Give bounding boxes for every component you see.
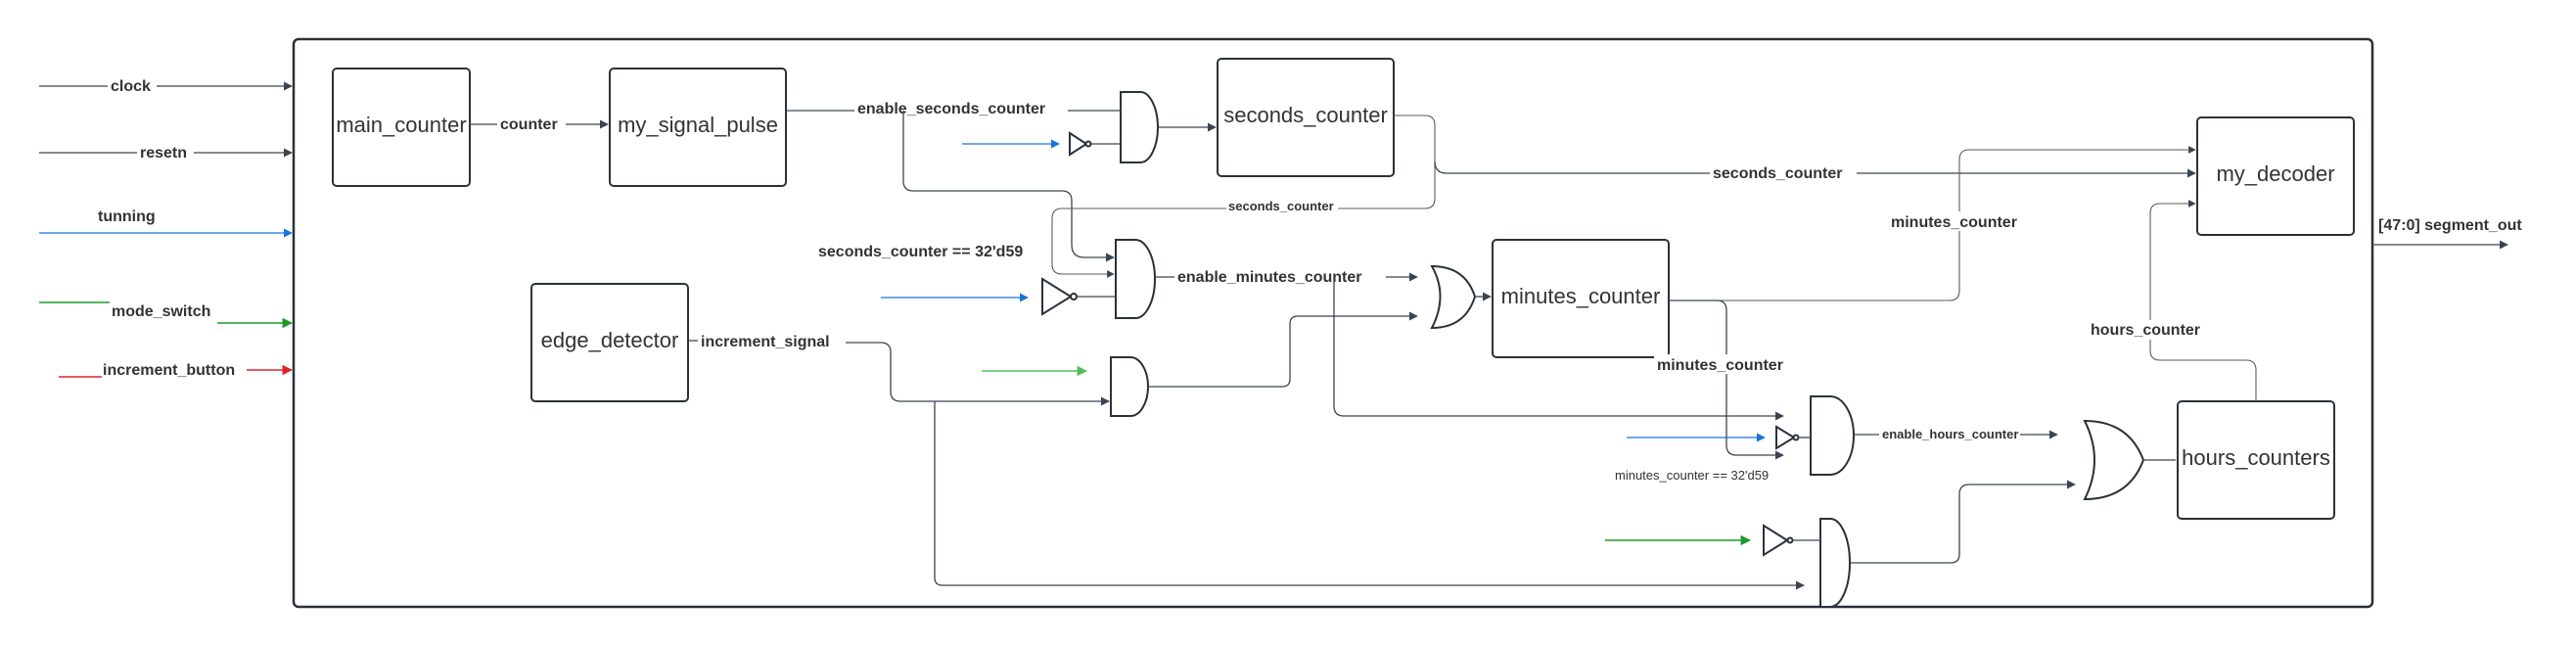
signal-counter-label: counter (500, 116, 558, 133)
input-mode-switch: mode_switch (39, 301, 294, 329)
and-gate-minutes-enable (1115, 239, 1156, 319)
signal-enable-minutes-counter-label: enable_minutes_counter (1177, 269, 1362, 286)
my-decoder-block[interactable]: my_decoder (2196, 116, 2355, 236)
signal-seconds-counter-feedback-label: seconds_counter (1228, 199, 1334, 213)
minutes-counter-label: minutes_counter (1501, 284, 1661, 308)
my-decoder-label: my_decoder (2216, 162, 2334, 186)
main-counter-label: main_counter (336, 113, 466, 137)
input-increment-button-label: increment_button (103, 362, 235, 379)
input-resetn-label: resetn (140, 145, 187, 162)
input-resetn: resetn (39, 142, 293, 162)
edge-detector-block[interactable]: edge_detector (530, 283, 689, 402)
or-gate-hours (2083, 419, 2145, 501)
not-gate-hours-increment (1763, 524, 1789, 557)
input-mode-switch-label: mode_switch (112, 303, 210, 320)
my-signal-pulse-block[interactable]: my_signal_pulse (609, 68, 787, 187)
and-gate-hours-enable (1810, 395, 1855, 476)
edge-detector-label: edge_detector (541, 328, 679, 352)
signal-increment-signal-label: increment_signal (701, 334, 830, 350)
not-gate-seconds (1069, 131, 1088, 157)
seconds-counter-label: seconds_counter (1223, 103, 1388, 127)
not-gate-hours (1775, 425, 1796, 450)
and-gate-increment-hours (1819, 518, 1851, 608)
main-counter-block[interactable]: main_counter (332, 68, 471, 187)
or-gate-minutes (1430, 264, 1477, 330)
signal-minutes-counter-feedback-label: minutes_counter (1657, 357, 1783, 374)
input-tunning-label: tunning (98, 208, 156, 225)
signal-seconds-counter-to-decoder-label: seconds_counter (1713, 165, 1842, 182)
signal-enable-hours-counter-label: enable_hours_counter (1882, 427, 2018, 441)
and-gate-increment-minutes (1110, 356, 1149, 417)
input-tunning: tunning (39, 208, 293, 238)
output-segment-out-label: [47:0] segment_out (2378, 217, 2522, 234)
signal-seconds-counter-cmp-label: seconds_counter == 32'd59 (818, 244, 1023, 260)
input-increment-button: increment_button (59, 362, 294, 379)
signal-enable-seconds-counter-label: enable_seconds_counter (857, 101, 1045, 117)
input-clock: clock (39, 75, 293, 95)
signal-minutes-counter-cmp-label: minutes_counter == 32'd59 (1615, 468, 1769, 483)
not-gate-minutes (1041, 277, 1073, 316)
input-clock-label: clock (111, 78, 151, 95)
minutes-counter-block[interactable]: minutes_counter (1492, 239, 1670, 358)
signal-hours-counter-label: hours_counter (2091, 322, 2200, 339)
seconds-counter-block[interactable]: seconds_counter (1217, 58, 1395, 177)
my-signal-pulse-label: my_signal_pulse (618, 113, 778, 137)
hours-counters-label: hours_counters (2182, 445, 2330, 470)
and-gate-seconds (1120, 91, 1159, 163)
hours-counters-block[interactable]: hours_counters (2177, 400, 2335, 520)
signal-minutes-counter-to-decoder-label: minutes_counter (1891, 214, 2017, 231)
